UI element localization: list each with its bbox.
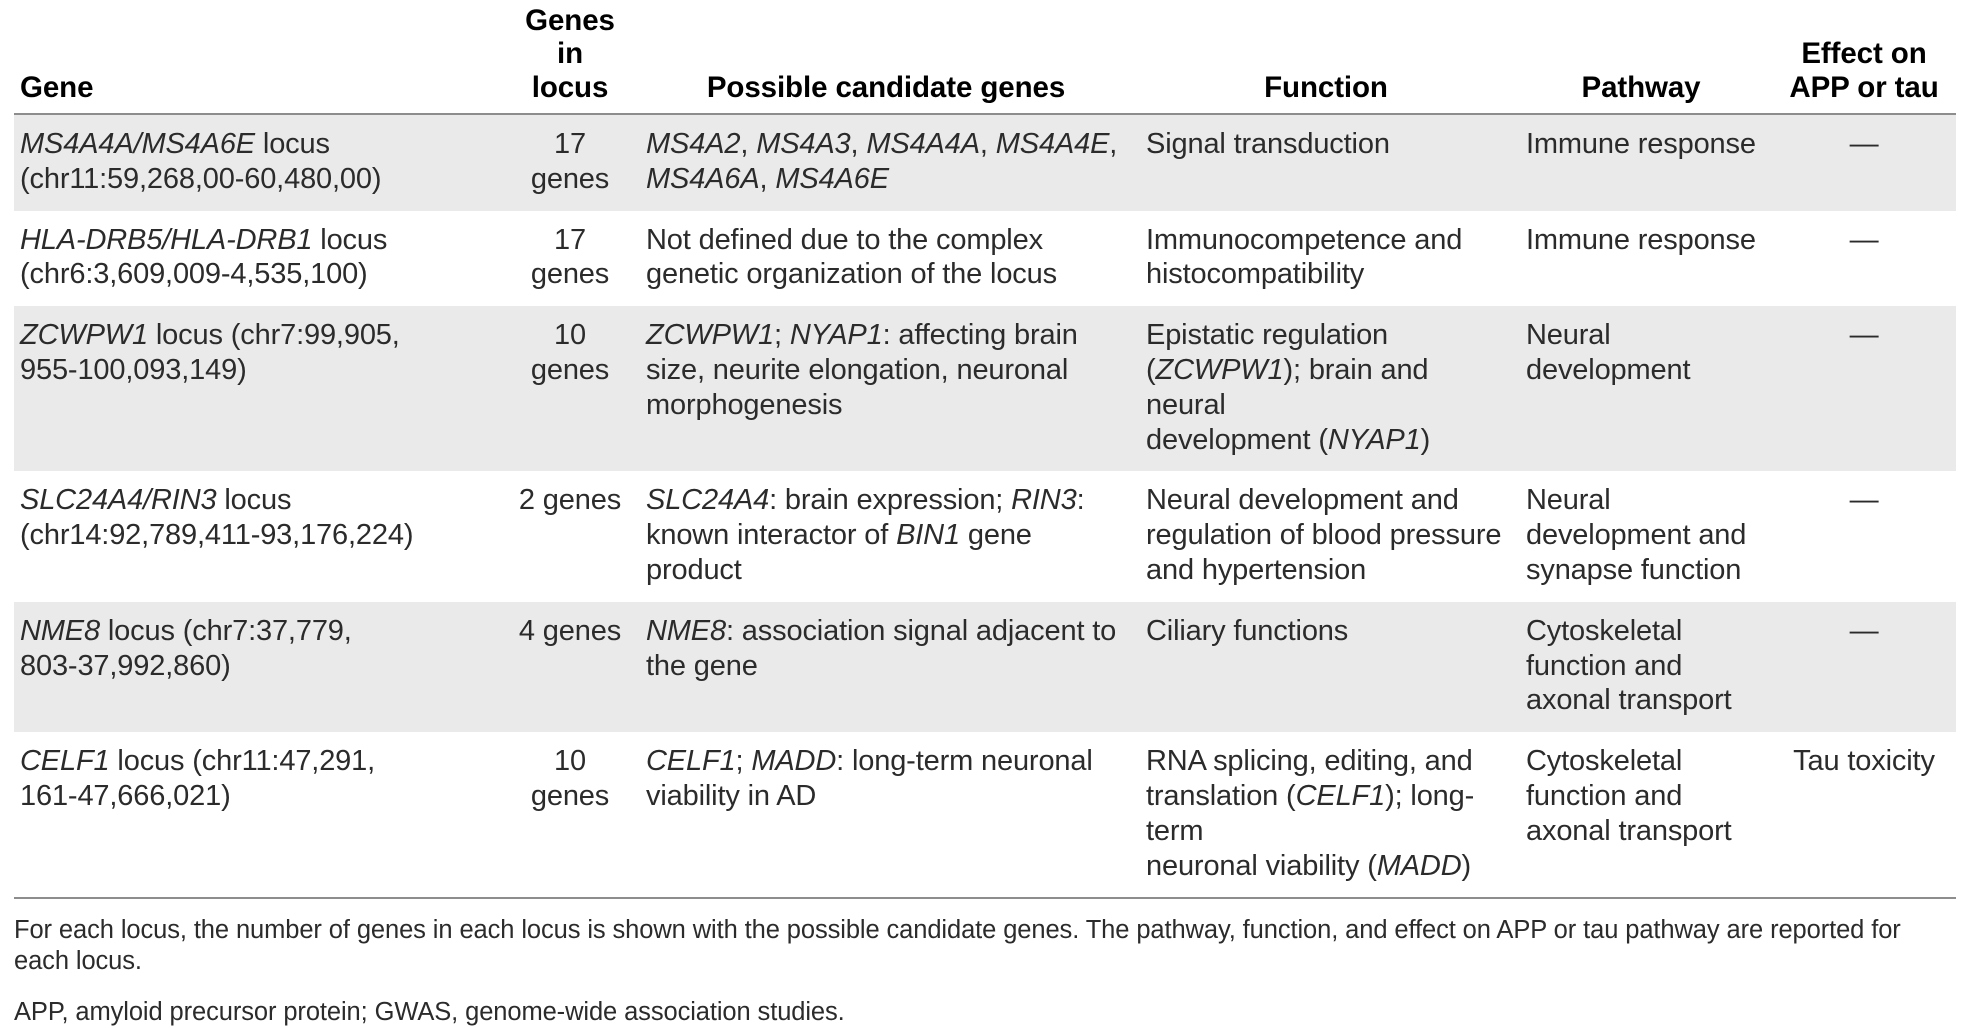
cell-genes-in-locus: 2 genes <box>504 471 636 602</box>
cell-candidate-genes-text: ZCWPW1; NYAP1: affecting brain size, neu… <box>646 319 1078 421</box>
cell-candidate-genes-text: CELF1; MADD: long-term neuronal viabilit… <box>646 745 1093 812</box>
cell-function: Signal transduction <box>1136 113 1516 211</box>
cell-effect-app-or-tau: — <box>1766 210 1956 307</box>
cell-pathway: Neural development and synapse function <box>1516 471 1766 602</box>
gwas-loci-table: Gene Genes in locus Possible candidate g… <box>14 0 1956 898</box>
cell-effect-app-or-tau: — <box>1766 306 1956 472</box>
table-row: ZCWPW1 locus (chr7:99,905, 955-100,093,1… <box>14 306 1956 472</box>
cell-pathway: Immune response <box>1516 113 1766 211</box>
cell-candidate-genes: MS4A2, MS4A3, MS4A4A, MS4A4E, MS4A6A, MS… <box>636 113 1136 211</box>
cell-function-text: Immunocompetence and histocompatibility <box>1146 223 1463 291</box>
cell-effect-app-or-tau-text: — <box>1849 127 1879 160</box>
cell-candidate-genes: ZCWPW1; NYAP1: affecting brain size, neu… <box>636 306 1136 472</box>
cell-effect-app-or-tau-text: — <box>1849 614 1879 647</box>
cell-pathway: Neural development <box>1516 306 1766 472</box>
cell-genes-in-locus: 17 genes <box>504 113 636 211</box>
table-row: MS4A4A/MS4A6E locus (chr11:59,268,00-60,… <box>14 113 1956 211</box>
cell-genes-in-locus-text: 17 genes <box>530 127 610 195</box>
cell-function-text: Ciliary functions <box>1146 614 1349 647</box>
cell-candidate-genes-text: MS4A2, MS4A3, MS4A4A, MS4A4E, MS4A6A, MS… <box>646 127 1118 195</box>
cell-function-text: Signal transduction <box>1146 127 1390 160</box>
cell-candidate-genes-text: Not defined due to the complex genetic o… <box>646 223 1057 291</box>
table-row: NME8 locus (chr7:37,779, 803-37,992,860)… <box>14 601 1956 733</box>
cell-gene-locus-text: SLC24A4/RIN3 locus (chr14:92,789,411-93,… <box>20 484 414 552</box>
cell-gene-locus-text: ZCWPW1 locus (chr7:99,905, 955-100,093,1… <box>20 319 400 386</box>
cell-function: RNA splicing, editing, and translation (… <box>1136 732 1516 898</box>
footnote-description: For each locus, the number of genes in e… <box>14 916 1901 976</box>
cell-candidate-genes: NME8: association signal adjacent to the… <box>636 601 1136 733</box>
cell-gene-locus-text: CELF1 locus (chr11:47,291, 161-47,666,02… <box>20 745 376 812</box>
cell-effect-app-or-tau: — <box>1766 113 1956 211</box>
cell-function: Immunocompetence and histocompatibility <box>1136 210 1516 307</box>
cell-candidate-genes: Not defined due to the complex genetic o… <box>636 210 1136 307</box>
cell-gene-locus-text: MS4A4A/MS4A6E locus (chr11:59,268,00-60,… <box>20 127 382 195</box>
cell-genes-in-locus: 10 genes <box>504 306 636 472</box>
cell-gene-locus: HLA-DRB5/HLA-DRB1 locus (chr6:3,609,009-… <box>14 210 504 307</box>
cell-function: Epistatic regulation (ZCWPW1); brain and… <box>1136 306 1516 472</box>
cell-pathway: Immune response <box>1516 210 1766 307</box>
table-header: Gene Genes in locus Possible candidate g… <box>14 0 1956 114</box>
cell-effect-app-or-tau-text: Tau toxicity <box>1793 745 1935 778</box>
cell-function-text: RNA splicing, editing, and translation (… <box>1146 745 1475 882</box>
header-row: Gene Genes in locus Possible candidate g… <box>14 0 1956 114</box>
footnote-abbreviations: APP, amyloid precursor protein; GWAS, ge… <box>14 997 845 1026</box>
cell-gene-locus: NME8 locus (chr7:37,779, 803-37,992,860) <box>14 601 504 733</box>
cell-effect-app-or-tau-text: — <box>1849 319 1879 352</box>
cell-genes-in-locus-text: 10 genes <box>530 319 610 386</box>
cell-genes-in-locus: 10 genes <box>504 732 636 898</box>
column-header-genes-in-locus: Genes in locus <box>525 4 615 104</box>
cell-function: Ciliary functions <box>1136 601 1516 733</box>
column-header-candidate-genes: Possible candidate genes <box>706 70 1066 104</box>
cell-function: Neural development and regulation of blo… <box>1136 471 1516 602</box>
cell-candidate-genes-text: NME8: association signal adjacent to the… <box>646 614 1117 682</box>
column-header-pathway: Pathway <box>1581 70 1701 104</box>
cell-gene-locus: SLC24A4/RIN3 locus (chr14:92,789,411-93,… <box>14 471 504 602</box>
column-header-function: Function <box>1264 70 1388 104</box>
cell-genes-in-locus: 17 genes <box>504 210 636 307</box>
gwas-loci-table-container: Gene Genes in locus Possible candidate g… <box>14 0 1956 898</box>
cell-gene-locus-text: HLA-DRB5/HLA-DRB1 locus (chr6:3,609,009-… <box>20 223 388 291</box>
cell-effect-app-or-tau: Tau toxicity <box>1766 732 1956 898</box>
cell-gene-locus-text: NME8 locus (chr7:37,779, 803-37,992,860) <box>20 614 352 682</box>
cell-effect-app-or-tau-text: — <box>1849 484 1879 517</box>
cell-genes-in-locus-text: 10 genes <box>530 745 610 812</box>
table-row: SLC24A4/RIN3 locus (chr14:92,789,411-93,… <box>14 471 1956 602</box>
cell-genes-in-locus-text: 4 genes <box>518 614 622 647</box>
cell-effect-app-or-tau: — <box>1766 471 1956 602</box>
cell-candidate-genes: SLC24A4: brain expression; RIN3: known i… <box>636 471 1136 602</box>
cell-pathway: Cytoskeletal function and axonal transpo… <box>1516 732 1766 898</box>
cell-pathway-text: Cytoskeletal function and axonal transpo… <box>1526 614 1732 717</box>
table-body: MS4A4A/MS4A6E locus (chr11:59,268,00-60,… <box>14 113 1956 898</box>
cell-pathway-text: Neural development <box>1526 319 1691 386</box>
cell-pathway-text: Neural development and synapse function <box>1526 484 1747 586</box>
cell-genes-in-locus-text: 17 genes <box>530 223 610 291</box>
cell-function-text: Neural development and regulation of blo… <box>1146 484 1502 586</box>
cell-function-text: Epistatic regulation (ZCWPW1); brain and… <box>1146 319 1431 456</box>
cell-genes-in-locus: 4 genes <box>504 601 636 733</box>
cell-effect-app-or-tau-text: — <box>1849 223 1879 256</box>
cell-pathway-text: Immune response <box>1526 223 1756 256</box>
cell-candidate-genes: CELF1; MADD: long-term neuronal viabilit… <box>636 732 1136 898</box>
cell-candidate-genes-text: SLC24A4: brain expression; RIN3: known i… <box>646 484 1085 586</box>
table-row: HLA-DRB5/HLA-DRB1 locus (chr6:3,609,009-… <box>14 210 1956 307</box>
cell-effect-app-or-tau: — <box>1766 601 1956 733</box>
cell-pathway-text: Cytoskeletal function and axonal transpo… <box>1526 745 1732 847</box>
cell-gene-locus: MS4A4A/MS4A6E locus (chr11:59,268,00-60,… <box>14 113 504 211</box>
cell-gene-locus: ZCWPW1 locus (chr7:99,905, 955-100,093,1… <box>14 306 504 472</box>
column-header-effect-app-or-tau: Effect on APP or tau <box>1789 37 1939 104</box>
cell-gene-locus: CELF1 locus (chr11:47,291, 161-47,666,02… <box>14 732 504 898</box>
cell-pathway: Cytoskeletal function and axonal transpo… <box>1516 601 1766 733</box>
table-footnotes: For each locus, the number of genes in e… <box>0 899 1960 1027</box>
table-row: CELF1 locus (chr11:47,291, 161-47,666,02… <box>14 732 1956 898</box>
cell-genes-in-locus-text: 2 genes <box>518 484 622 517</box>
column-header-gene: Gene <box>20 70 94 104</box>
cell-pathway-text: Immune response <box>1526 127 1756 160</box>
